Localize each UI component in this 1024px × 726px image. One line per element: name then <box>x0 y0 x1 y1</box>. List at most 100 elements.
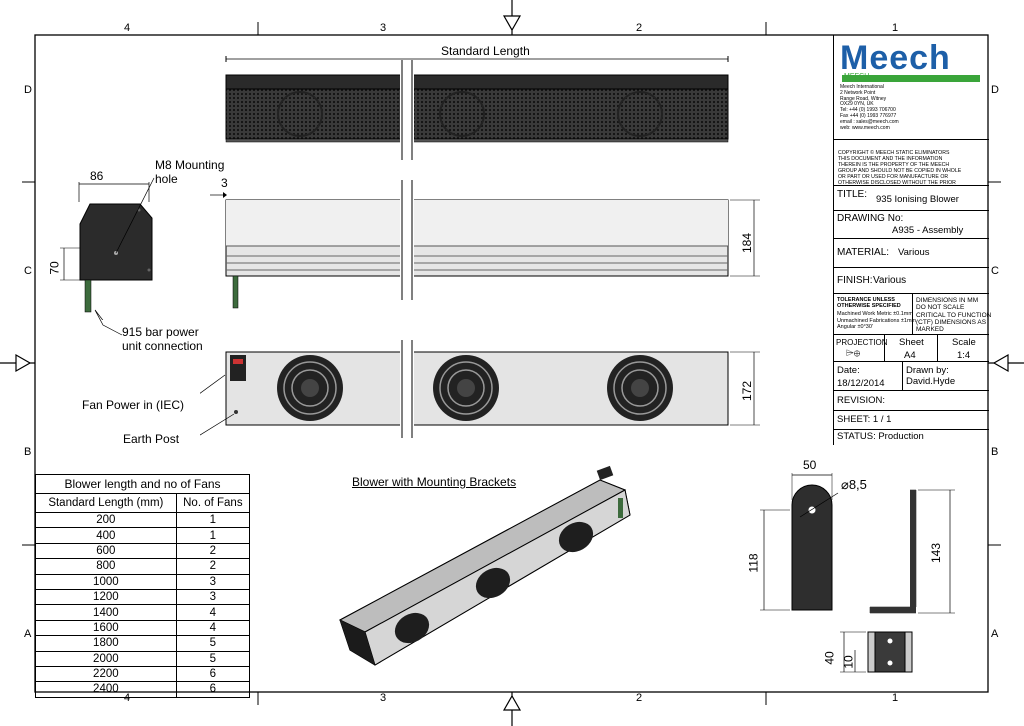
top-view <box>225 56 729 160</box>
sheet-value: A4 <box>904 350 916 361</box>
status-value: STATUS: Production <box>837 431 924 442</box>
dim-70: 70 <box>47 261 62 275</box>
dim-86: 86 <box>90 169 104 183</box>
dims-note: DIMENSIONS IN MM DO NOT SCALE <box>916 297 979 311</box>
zone-left-a: A <box>24 628 32 640</box>
drawn-value: David.Hyde <box>906 376 956 387</box>
mounting-hole-label: M8 Mounting hole <box>155 158 225 186</box>
fans-cell: 5 <box>175 635 251 652</box>
fans-cell: 5 <box>175 650 251 667</box>
material-value: Various <box>898 247 930 258</box>
length-cell: 2200 <box>35 665 177 683</box>
earth-post-label: Earth Post <box>123 432 180 446</box>
side-view <box>210 180 760 309</box>
zone-top-1: 1 <box>892 22 899 34</box>
end-view <box>60 177 155 320</box>
zone-bottom-2: 2 <box>636 692 643 704</box>
length-cell: 400 <box>35 527 177 544</box>
drawing-row: DRAWING No: A935 - Assembly <box>834 211 989 239</box>
material-label: MATERIAL: <box>837 247 890 258</box>
dim-40: 40 <box>822 651 837 665</box>
drawn-label: Drawn by: <box>906 365 949 376</box>
projection-symbol: ⌲⊕ <box>846 348 861 359</box>
revision-row: REVISION: <box>834 391 989 411</box>
dim-diameter: ⌀8,5 <box>841 477 867 492</box>
zone-top-3: 3 <box>380 22 387 34</box>
fan-1 <box>277 355 343 421</box>
length-cell: 1400 <box>35 604 177 621</box>
sheet-label: Sheet <box>899 337 924 348</box>
dim-143: 143 <box>929 542 944 564</box>
zone-top-2: 2 <box>636 22 643 34</box>
company-address: Meech International 2 Network Point Rang… <box>840 84 899 131</box>
sheet-count: SHEET: 1 / 1 <box>837 414 892 425</box>
date-label: Date: <box>837 365 860 376</box>
title-label: TITLE: <box>837 189 868 200</box>
copyright-block: COPYRIGHT © MEECH STATIC ELIMINATORS THI… <box>834 140 989 186</box>
fans-cell: 1 <box>175 511 251 529</box>
drawing-label: DRAWING No: <box>837 213 904 224</box>
title-block: Meech MEECH Meech International 2 Networ… <box>833 35 992 445</box>
zone-bottom-1: 1 <box>892 692 899 704</box>
length-cell: 600 <box>35 542 177 560</box>
zone-top-4: 4 <box>124 22 131 34</box>
dim-3: 3 <box>221 176 228 190</box>
length-cell: 1800 <box>35 635 177 652</box>
copyright-text: COPYRIGHT © MEECH STATIC ELIMINATORS THI… <box>838 150 962 186</box>
meech-logo: Meech <box>840 39 951 77</box>
status-row: STATUS: Production <box>834 430 989 445</box>
fans-cell: 4 <box>175 619 251 637</box>
front-view <box>200 340 760 438</box>
revision-label: REVISION: <box>837 395 886 406</box>
length-cell: 1200 <box>35 588 177 606</box>
standard-length-label: Standard Length <box>441 44 530 58</box>
material-row: MATERIAL: Various <box>834 239 989 268</box>
fans-cell: 1 <box>175 527 251 544</box>
power-unit-label: 915 bar power unit connection <box>122 325 203 353</box>
fans-cell: 6 <box>175 681 251 698</box>
tolerance-row: TOLERANCE UNLESS OTHERWISE SPECIFIED Mac… <box>834 294 992 335</box>
zone-right-b: B <box>991 446 999 458</box>
title-row: TITLE: 935 Ionising Blower <box>834 186 989 211</box>
zone-bottom-4: 4 <box>124 692 131 704</box>
finish-label: FINISH: <box>837 275 873 286</box>
bracket-views <box>760 473 955 673</box>
logo-bar <box>842 75 980 82</box>
length-cell: 2000 <box>35 650 177 667</box>
ctf-note: CRITICAL TO FUNCTION (CTF) DIMENSIONS AS… <box>916 312 992 333</box>
projection-row: PROJECTION ⌲⊕ Sheet A4 Scale 1:4 <box>834 335 989 362</box>
length-cell: 800 <box>35 558 177 575</box>
fans-table-title: Blower length and no of Fans <box>35 474 250 494</box>
fan-power-label: Fan Power in (IEC) <box>82 398 185 412</box>
iso-view <box>338 465 631 666</box>
finish-row: FINISH: Various <box>834 268 989 294</box>
projection-label: PROJECTION <box>836 338 888 347</box>
tolerance-values: Machined Work Metric ±0.1mm Unmachined F… <box>837 311 917 330</box>
length-cell: 1000 <box>35 573 177 590</box>
fans-cell: 3 <box>175 588 251 606</box>
zone-bottom-3: 3 <box>380 692 387 704</box>
dim-10: 10 <box>841 655 856 669</box>
finish-value: Various <box>873 275 907 286</box>
zone-right-d: D <box>991 84 999 96</box>
fan-2 <box>433 355 499 421</box>
length-cell: 1600 <box>35 619 177 637</box>
zone-right-c: C <box>991 265 999 277</box>
header-fans: No. of Fans <box>175 493 251 513</box>
zone-left-b: B <box>24 446 32 458</box>
scale-value: 1:4 <box>957 350 971 361</box>
fans-cell: 6 <box>175 665 251 683</box>
date-value: 18/12/2014 <box>837 378 885 389</box>
zone-left-c: C <box>24 265 32 277</box>
iso-view-title: Blower with Mounting Brackets <box>352 475 517 489</box>
